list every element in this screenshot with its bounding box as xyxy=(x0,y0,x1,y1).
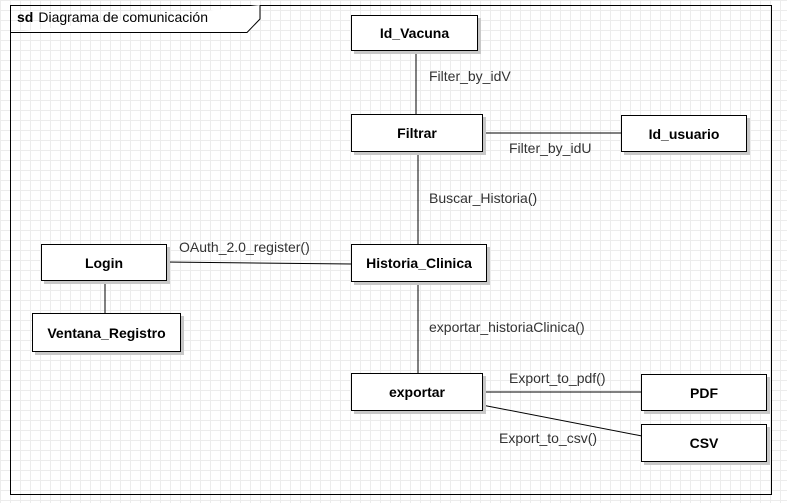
message-filter-by-idv: Filter_by_idV xyxy=(429,68,511,84)
frame-tab-shape xyxy=(10,5,261,33)
message-export-to-pdf: Export_to_pdf() xyxy=(509,370,606,386)
frame-title: Diagrama de comunicación xyxy=(38,9,208,25)
node-ventana-registro[interactable]: Ventana_Registro xyxy=(32,313,181,352)
node-exportar[interactable]: exportar xyxy=(351,373,483,411)
link-login-historia xyxy=(165,261,353,265)
node-pdf[interactable]: PDF xyxy=(641,374,767,411)
node-filtrar[interactable]: Filtrar xyxy=(351,114,483,152)
link-exportar-csv xyxy=(481,404,643,437)
node-id-usuario[interactable]: Id_usuario xyxy=(621,115,747,152)
node-id-vacuna[interactable]: Id_Vacuna xyxy=(351,15,478,51)
message-filter-by-idu: Filter_by_idU xyxy=(509,140,592,156)
diagram-frame xyxy=(10,5,772,495)
node-login[interactable]: Login xyxy=(41,244,167,281)
message-exportar-historia: exportar_historiaClinica() xyxy=(429,319,585,335)
message-buscar-historia: Buscar_Historia() xyxy=(429,190,538,206)
node-csv[interactable]: CSV xyxy=(641,424,767,462)
frame-kind: sd xyxy=(17,9,34,25)
message-export-to-csv: Export_to_csv() xyxy=(499,430,598,446)
message-oauth-register: OAuth_2.0_register() xyxy=(179,239,310,255)
node-historia-clinica[interactable]: Historia_Clinica xyxy=(351,244,487,282)
